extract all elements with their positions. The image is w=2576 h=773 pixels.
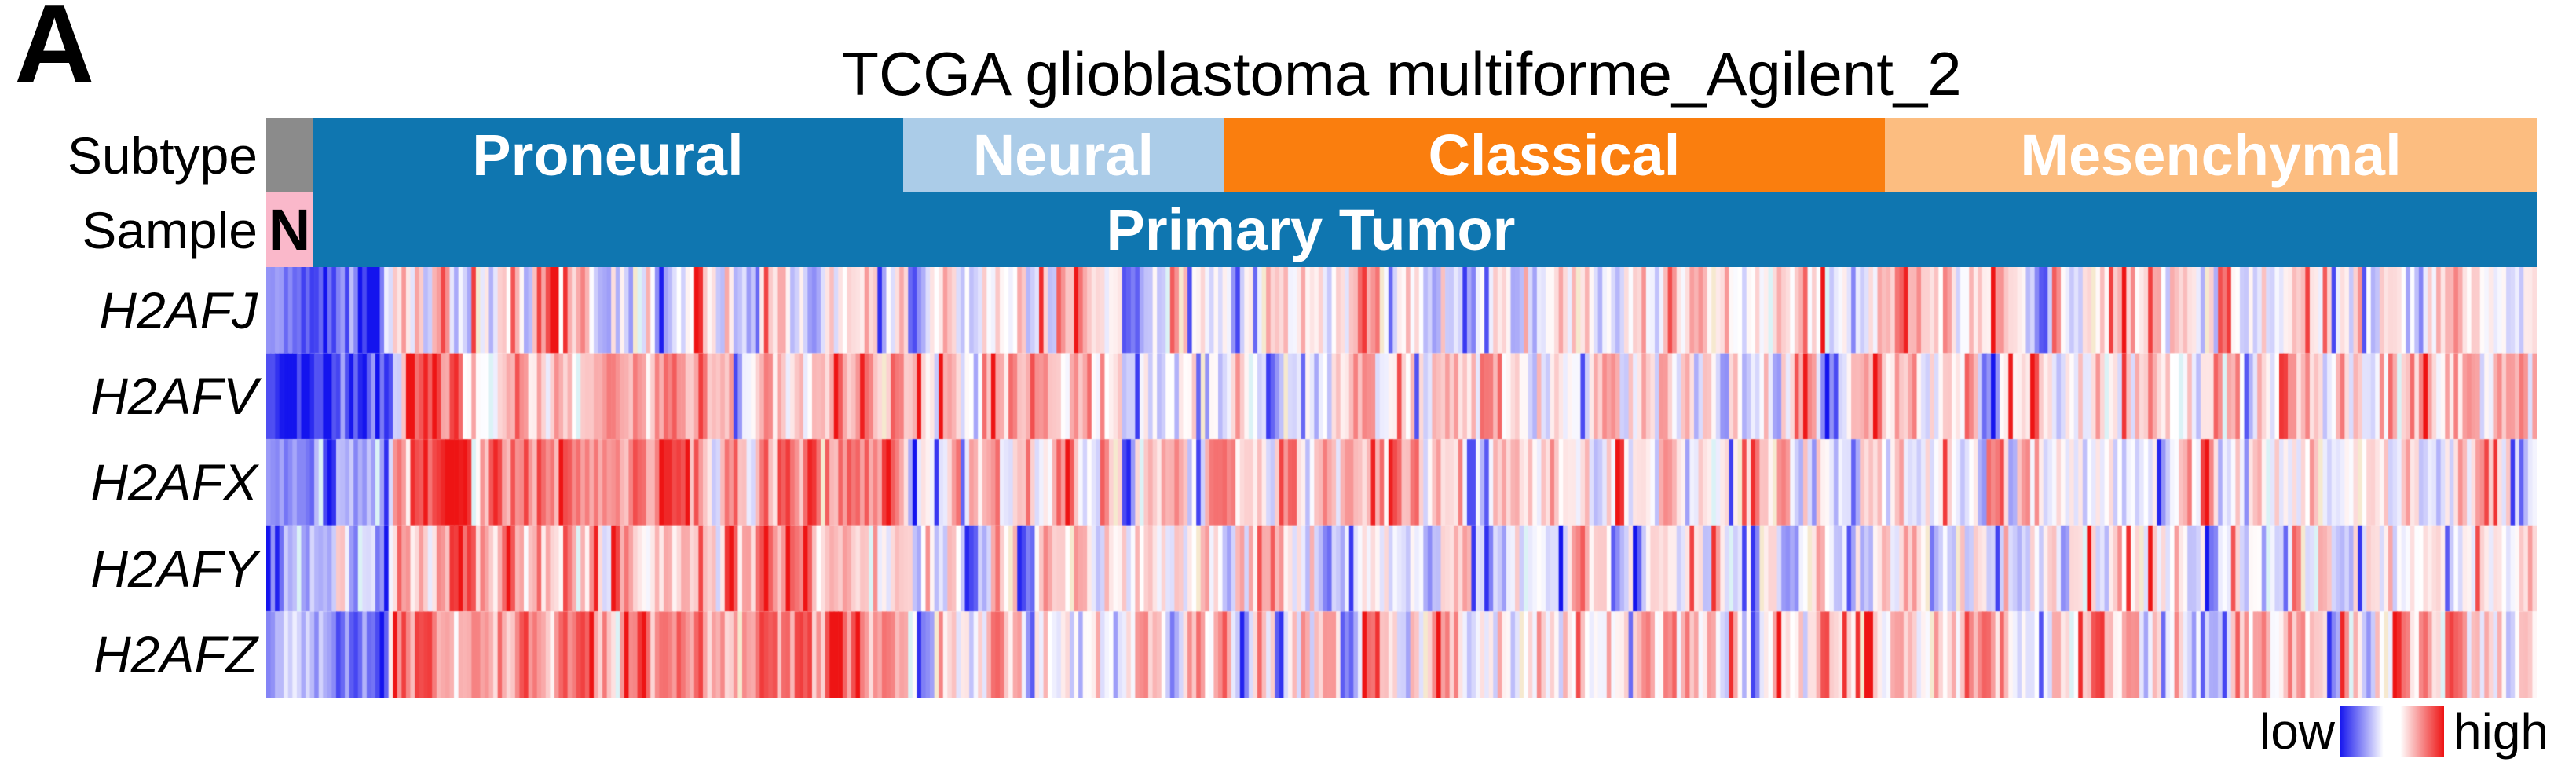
row-label-sample: Sample	[82, 200, 258, 259]
subtype-segment-label: Classical	[1428, 122, 1681, 188]
color-scale-legend: low high	[2120, 704, 2549, 759]
subtype-segment-proneural: Proneural	[312, 118, 903, 192]
gene-label-h2afj: H2AFJ	[99, 280, 258, 339]
sample-bar: N Primary Tumor	[266, 192, 2537, 267]
gene-label-h2afy: H2AFY	[90, 539, 258, 598]
sample-segment-primary-tumor: Primary Tumor	[312, 192, 2537, 267]
sample-segment-label: Primary Tumor	[1106, 196, 1516, 262]
subtype-segment-normal	[266, 118, 313, 192]
heatmap-canvas	[266, 267, 2537, 698]
subtype-segment-label: Proneural	[472, 122, 744, 188]
row-label-subtype: Subtype	[67, 126, 258, 185]
gene-label-h2afz: H2AFZ	[93, 625, 258, 684]
subtype-segment-classical: Classical	[1223, 118, 1885, 192]
legend-low-label: low	[2259, 703, 2335, 760]
figure-title: TCGA glioblastoma multiforme_Agilent_2	[841, 39, 1962, 108]
subtype-segment-label: Mesenchymal	[2020, 122, 2402, 188]
subtype-segment-label: Neural	[972, 122, 1154, 188]
gene-label-h2afx: H2AFX	[90, 452, 258, 511]
subtype-bar: Proneural Neural Classical Mesenchymal	[266, 118, 2537, 192]
sample-segment-normal-sample: N	[266, 192, 313, 267]
subtype-segment-neural: Neural	[902, 118, 1224, 192]
subtype-segment-mesenchymal: Mesenchymal	[1884, 118, 2537, 192]
sample-segment-label: N	[268, 196, 311, 262]
panel-label: A	[14, 0, 95, 107]
gene-label-h2afv: H2AFV	[90, 367, 258, 426]
legend-gradient	[2340, 706, 2444, 757]
legend-high-label: high	[2453, 703, 2549, 760]
